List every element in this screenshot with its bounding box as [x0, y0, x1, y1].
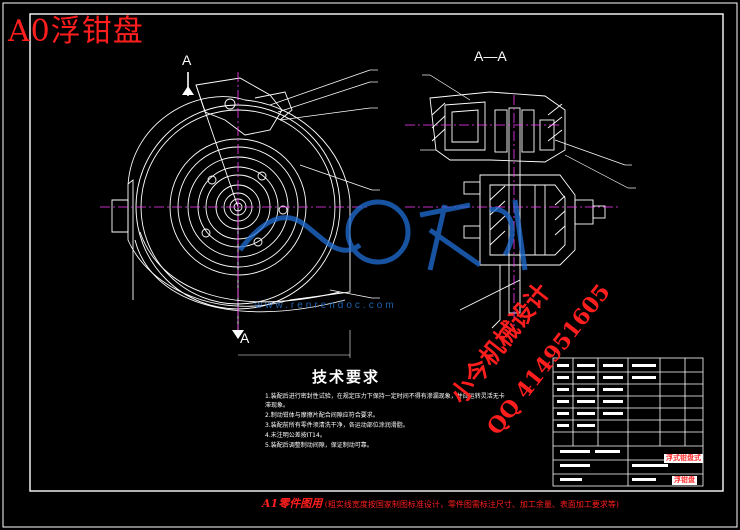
section-view-centerlines: [405, 95, 620, 330]
tech-note: 3.装配前所有零件须清洗干净，各运动部位涂润滑脂。: [265, 422, 409, 429]
tech-note: 5.装配后调整制动间隙，保证制动可靠。: [265, 442, 373, 449]
front-view: [111, 72, 351, 338]
tech-note: 2.制动钳体与摩擦片配合间隙应符合要求。: [265, 412, 379, 419]
footer-note: A1零件图用 (粗实线宽度按国家制图标准设计，零件图需标注尺寸、加工余量、表面加…: [262, 498, 652, 510]
dimension-lines: [238, 330, 351, 358]
section-mark-top: A: [182, 52, 192, 68]
tech-requirements-title: 技术要求: [312, 368, 381, 386]
tech-requirements-list: 1.装配后进行密封性试验，在规定压力下保持一定时间不得有渗漏现象，并应运转灵活无…: [265, 392, 510, 451]
section-mark-bottom: A: [240, 330, 250, 346]
section-view-leaders: [420, 74, 636, 189]
tech-note: 1.装配后进行密封性试验，在规定压力下保持一定时间不得有渗漏现象，并应运转灵活无…: [265, 393, 505, 409]
front-view-centerlines: [100, 72, 370, 330]
tech-note: 4.未注明公差按IT14。: [265, 432, 326, 439]
footer-note-lead: A1零件图用: [262, 497, 323, 510]
section-view: [429, 91, 606, 329]
title-block-badge-bottom: 浮钳盘: [672, 476, 697, 485]
drawing-frame: [29, 13, 724, 492]
footer-note-text: (粗实线宽度按国家制图标准设计，零件图需标注尺寸、加工余量、表面加工要求等): [324, 500, 619, 509]
drawing-title: A0浮钳盘: [8, 14, 144, 49]
front-view-leaders: [269, 69, 380, 299]
section-view-label: A—A: [474, 48, 507, 64]
title-block-badge-top: 浮式钳盘式: [664, 454, 703, 463]
title-block-cells: [557, 364, 668, 481]
watermark-site: www.renrendoc.com: [255, 300, 397, 311]
watermark-logo: [238, 199, 528, 271]
section-arrows: [182, 86, 244, 339]
